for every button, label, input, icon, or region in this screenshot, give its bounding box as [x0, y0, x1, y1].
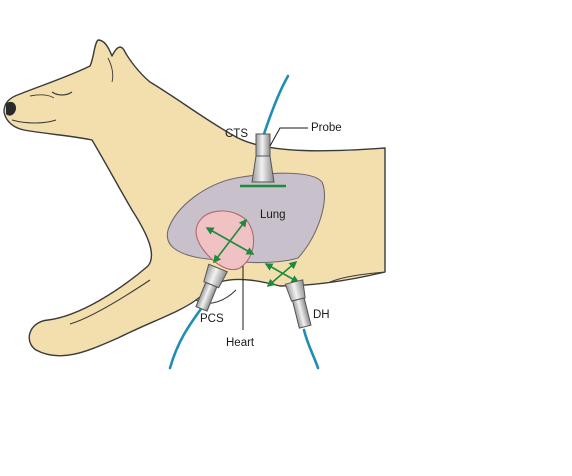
label-probe: Probe [311, 122, 342, 134]
label-pcs: PCS [200, 313, 224, 325]
label-lung: Lung [260, 209, 286, 221]
label-cts: CTS [225, 128, 248, 140]
heart-motion-arrows [205, 218, 255, 264]
cts-probe [240, 74, 290, 188]
label-heart: Heart [226, 337, 255, 349]
leader-lines [242, 127, 308, 330]
diaphragm-motion-arrows [264, 260, 300, 288]
label-dh: DH [313, 309, 330, 321]
pcs-probe [168, 263, 228, 370]
dh-probe [284, 279, 320, 370]
